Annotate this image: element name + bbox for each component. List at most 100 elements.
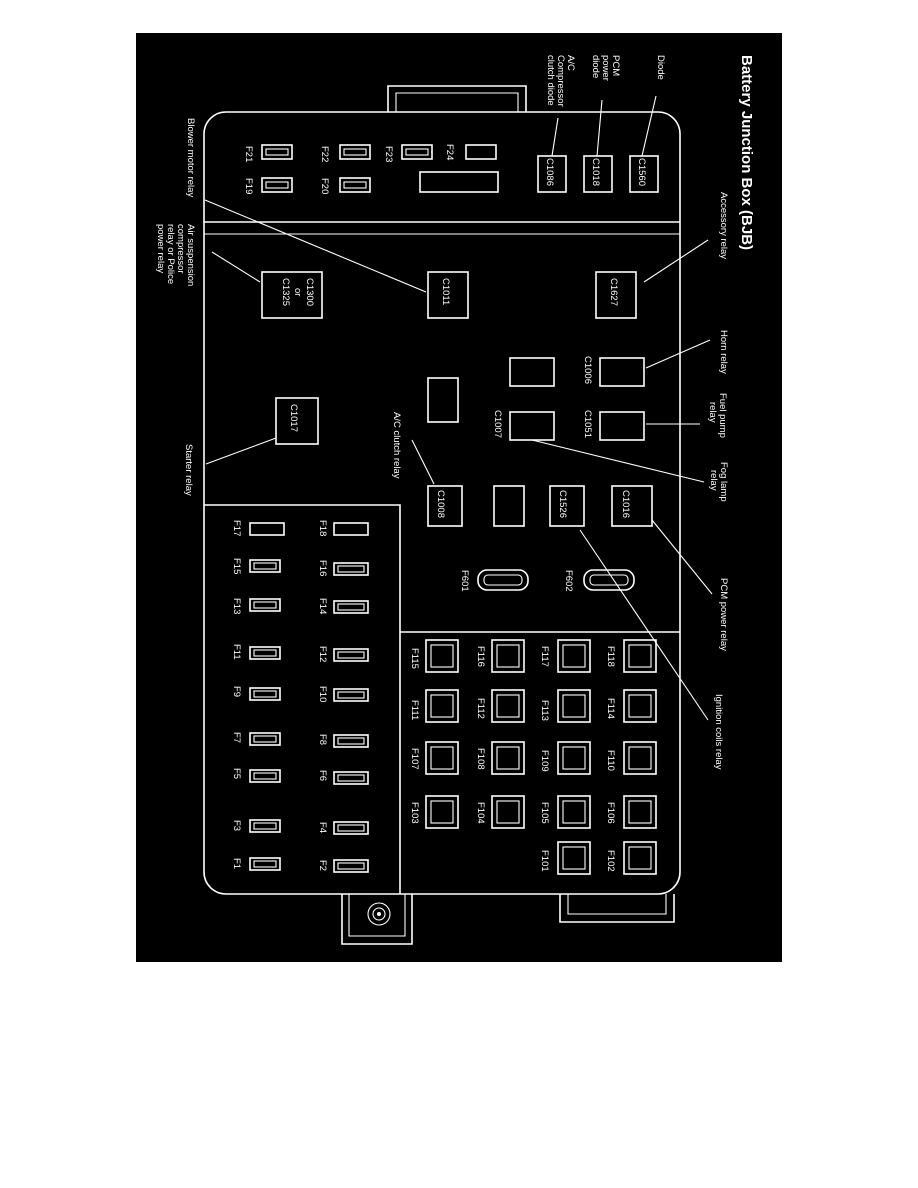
- fuse-f14: F14: [317, 598, 369, 614]
- svg-text:F106: F106: [605, 802, 616, 824]
- svg-text:F6: F6: [317, 770, 328, 781]
- svg-text:relay: relay: [707, 402, 718, 423]
- diode-c1018: C1018: [583, 155, 613, 193]
- maxi-fuse-f105: F105: [539, 795, 591, 829]
- callout-pcm-power-relay: PCM power relay: [718, 578, 729, 651]
- svg-text:clutch diode: clutch diode: [545, 55, 556, 106]
- fuse-f8: F8: [317, 734, 369, 748]
- svg-text:power relay: power relay: [155, 224, 166, 273]
- callout-air-suspension-relay: Air suspension: [185, 224, 196, 286]
- callout-ac-clutch-relay: A/C clutch relay: [391, 412, 402, 479]
- maxi-fuse-f118: F118: [605, 639, 657, 673]
- callout-diode: Diode: [655, 55, 666, 80]
- svg-text:F9: F9: [231, 686, 242, 697]
- svg-text:F111: F111: [409, 700, 420, 720]
- callout-fog-lamp-relay: Fog lamp: [718, 462, 729, 502]
- fuse-f12: F12: [317, 646, 369, 662]
- svg-text:F22: F22: [319, 146, 330, 162]
- fuse-f20: F20: [319, 177, 371, 194]
- callout-blower-motor-relay: Blower motor relay: [185, 118, 196, 197]
- relay-c1526: C1526: [549, 485, 585, 527]
- svg-text:Compressor: Compressor: [555, 55, 566, 107]
- maxi-fuse-f117: F117: [539, 639, 591, 673]
- svg-text:C1526: C1526: [557, 490, 568, 518]
- svg-text:or: or: [292, 288, 303, 296]
- svg-text:F115: F115: [409, 648, 420, 669]
- maxi-fuse-f109: F109: [539, 741, 591, 775]
- svg-text:F23: F23: [383, 146, 394, 162]
- svg-text:F7: F7: [231, 732, 242, 743]
- svg-text:F15: F15: [231, 558, 242, 574]
- mounting-tab-top: [387, 85, 527, 112]
- maxi-fuse-f108: F108: [475, 741, 525, 775]
- relay-c1017: C1017: [275, 397, 319, 445]
- maxi-fuse-f101: F101: [539, 841, 591, 875]
- svg-text:F17: F17: [231, 520, 242, 536]
- svg-text:F109: F109: [539, 750, 550, 772]
- diode-c1560: C1560: [629, 155, 659, 193]
- divider-lower-block: [204, 504, 401, 894]
- fuse-f13: F13: [231, 598, 281, 614]
- svg-text:diode: diode: [590, 55, 601, 78]
- page-title: Battery Junction Box (BJB): [738, 55, 755, 250]
- svg-text:F116: F116: [475, 646, 486, 667]
- svg-text:C1051: C1051: [582, 410, 593, 438]
- maxi-fuse-f110: F110: [605, 741, 657, 775]
- junction-box-outline: [203, 111, 681, 895]
- svg-text:F118: F118: [605, 646, 616, 667]
- svg-text:C1627: C1627: [608, 278, 619, 306]
- svg-text:F104: F104: [475, 802, 486, 824]
- svg-text:F14: F14: [317, 598, 328, 614]
- relay-empty-3: [493, 485, 525, 527]
- svg-text:F105: F105: [539, 802, 550, 824]
- svg-text:C1011: C1011: [440, 278, 451, 305]
- svg-text:F102: F102: [605, 850, 616, 872]
- maxi-fuse-f107: F107: [409, 741, 459, 775]
- svg-text:C1016: C1016: [620, 490, 631, 518]
- svg-text:F24: F24: [444, 144, 455, 160]
- callout-accessory-relay: Accessory relay: [718, 192, 729, 259]
- svg-text:F107: F107: [409, 748, 420, 770]
- svg-text:F602: F602: [563, 570, 574, 592]
- fuse-f7: F7: [231, 732, 281, 746]
- fuse-f9: F9: [231, 686, 281, 701]
- callout-ignition-coils-relay: Ignition coils relay: [713, 694, 724, 770]
- svg-text:F20: F20: [319, 178, 330, 194]
- svg-text:C1007: C1007: [492, 410, 503, 438]
- fuse-f24: [465, 144, 497, 160]
- svg-text:C1560: C1560: [636, 158, 647, 186]
- fuse-f11: F11: [231, 644, 281, 660]
- svg-text:F11: F11: [231, 644, 242, 660]
- fuse-f23: F23: [383, 144, 433, 162]
- fuse-f6: F6: [317, 770, 369, 785]
- svg-text:power: power: [600, 55, 611, 81]
- relay-c1006: C1006: [582, 356, 645, 387]
- svg-text:relay: relay: [708, 470, 719, 491]
- maxi-fuse-f116: F116: [475, 639, 525, 673]
- callout-starter-relay: Starter relay: [183, 444, 194, 496]
- relay-c1627: C1627: [595, 271, 637, 319]
- maxi-fuse-f106: F106: [605, 795, 657, 829]
- maxi-fuse-f103: F103: [409, 795, 459, 829]
- fuse-f22: F22: [319, 144, 371, 162]
- mounting-stud-bottom-left: [341, 894, 413, 945]
- svg-text:F19: F19: [243, 178, 254, 194]
- callout-ac-compressor-diode: A/C: [565, 55, 576, 71]
- fuse-f1: F1: [231, 857, 281, 871]
- mounting-tab-bottom-right: [559, 894, 675, 923]
- svg-text:F16: F16: [317, 560, 328, 576]
- svg-text:C1325: C1325: [280, 278, 291, 306]
- fuse-f15: F15: [231, 558, 281, 574]
- fuse-f19: F19: [243, 177, 293, 194]
- svg-text:F110: F110: [605, 750, 616, 771]
- fuse-f601: F601: [459, 569, 529, 592]
- fuse-f21: F21: [243, 144, 293, 162]
- svg-text:F10: F10: [317, 686, 328, 702]
- svg-text:C1018: C1018: [590, 158, 601, 186]
- svg-text:F113: F113: [539, 700, 550, 721]
- maxi-fuse-f113: F113: [539, 689, 591, 723]
- svg-text:C1008: C1008: [435, 490, 446, 518]
- svg-text:C1300: C1300: [304, 278, 315, 306]
- svg-text:C1086: C1086: [544, 158, 555, 186]
